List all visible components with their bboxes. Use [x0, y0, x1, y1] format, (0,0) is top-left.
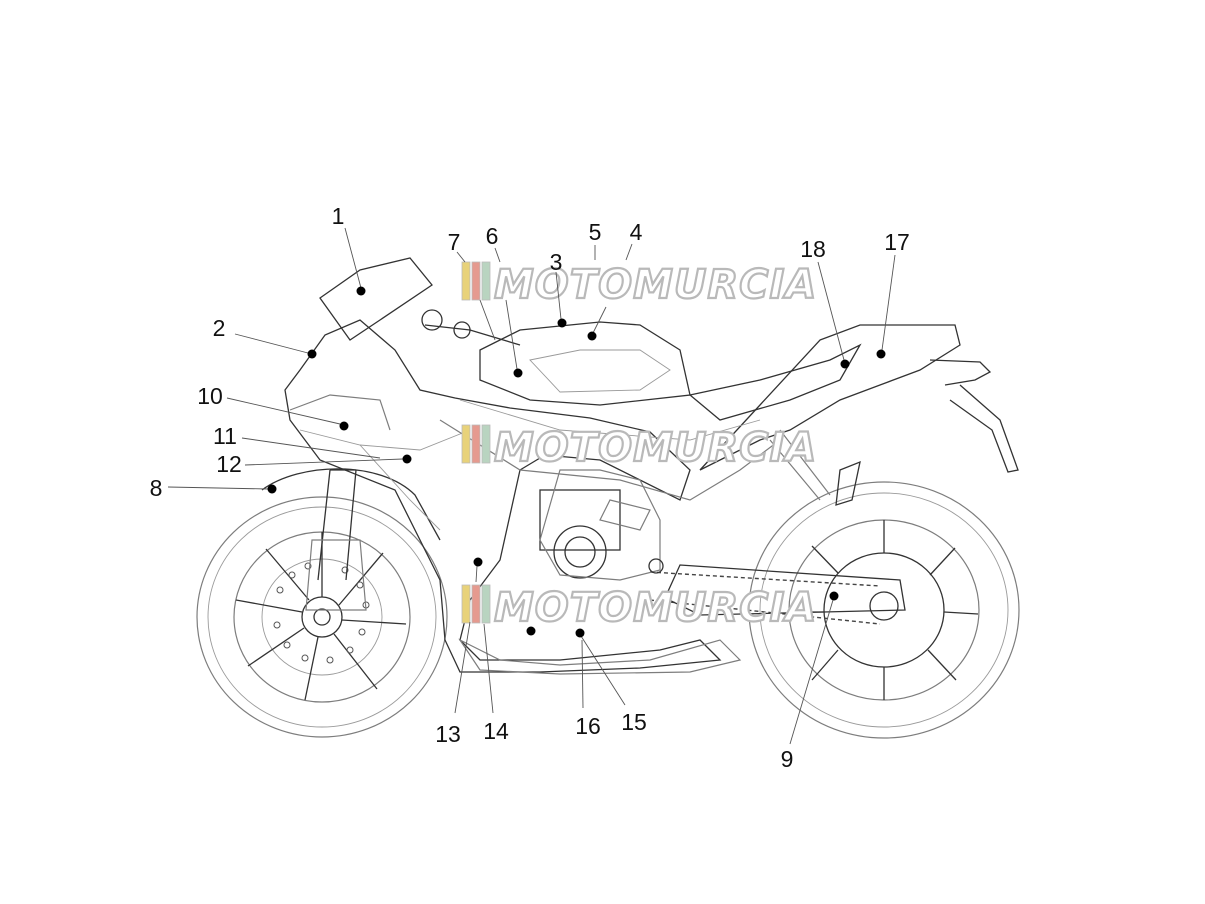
callout-4[interactable]: 4: [587, 219, 643, 341]
svg-text:2: 2: [213, 315, 226, 341]
svg-text:6: 6: [486, 223, 499, 249]
callout-2[interactable]: 2: [213, 315, 317, 359]
tail-section: [699, 324, 961, 471]
watermark-logo: MOTOMURCIA: [461, 424, 817, 472]
callout-8[interactable]: 8: [150, 475, 277, 501]
license-holder: [949, 384, 1019, 473]
callout-5[interactable]: 5: [589, 219, 602, 260]
callout-17[interactable]: 17: [876, 229, 910, 359]
svg-text:16: 16: [575, 713, 601, 739]
seat: [688, 343, 862, 421]
svg-text:18: 18: [800, 236, 826, 262]
watermark-text: MOTOMURCIA: [494, 585, 817, 631]
watermark: MOTOMURCIA MOTOMURCIA MOTOMURCIA: [461, 261, 817, 632]
callout-12[interactable]: 12: [216, 451, 412, 477]
callout-15[interactable]: 15: [575, 628, 647, 736]
front-wheel: [196, 496, 448, 738]
svg-text:4: 4: [630, 219, 643, 245]
callout-9[interactable]: 9: [781, 591, 839, 773]
windscreen: [319, 257, 433, 341]
svg-text:11: 11: [213, 423, 237, 449]
svg-text:14: 14: [483, 718, 509, 744]
callout-14[interactable]: 14: [483, 623, 509, 744]
callout-3[interactable]: 3: [550, 249, 567, 328]
watermark-text: MOTOMURCIA: [494, 425, 817, 471]
svg-text:3: 3: [550, 249, 563, 275]
swingarm: [664, 564, 906, 616]
svg-text:8: 8: [150, 475, 163, 501]
watermark-logo: MOTOMURCIA: [461, 584, 817, 632]
callout-13[interactable]: 13: [435, 557, 483, 748]
svg-text:7: 7: [448, 229, 461, 255]
motorcycle-drawing: [196, 257, 1020, 739]
callout-11[interactable]: 11: [213, 423, 381, 459]
svg-text:1: 1: [332, 203, 345, 229]
svg-text:5: 5: [589, 219, 602, 245]
watermark-logo: MOTOMURCIA: [461, 261, 817, 309]
engine: [539, 469, 664, 581]
svg-text:15: 15: [621, 709, 647, 735]
callout-1[interactable]: 1: [332, 203, 366, 296]
svg-text:12: 12: [216, 451, 242, 477]
callout-18[interactable]: 18: [800, 236, 850, 369]
svg-text:10: 10: [197, 383, 223, 409]
svg-text:17: 17: [884, 229, 910, 255]
callout-10[interactable]: 10: [197, 383, 349, 431]
callouts: 1 2 3 4 5 6: [150, 203, 910, 772]
callout-16[interactable]: 16: [575, 639, 601, 739]
callout-6[interactable]: 6: [486, 223, 523, 378]
svg-text:9: 9: [781, 746, 794, 772]
callout-dot: [526, 626, 536, 636]
svg-text:13: 13: [435, 721, 461, 747]
watermark-text: MOTOMURCIA: [494, 262, 817, 308]
callout-7[interactable]: 7: [448, 229, 496, 341]
